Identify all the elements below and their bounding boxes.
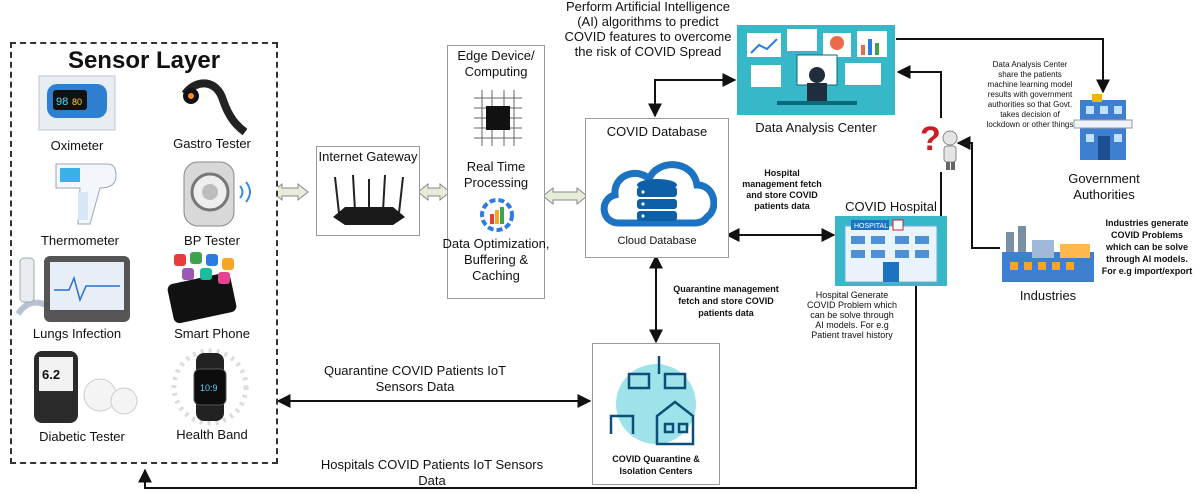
sensor-layer: Sensor Layer 98 80 Oximeter Gastro Teste… <box>10 42 278 464</box>
quarantine-center-line1: COVID Quarantine & <box>612 454 700 464</box>
industries-icon <box>1002 226 1094 282</box>
analysis-government-arrow <box>896 38 1110 94</box>
hospital-note-line3: can be solve through <box>810 310 894 320</box>
hospital-fetch-line1: Hospital <box>764 168 800 178</box>
hospital-note-line2: COVID Problem which <box>806 300 898 310</box>
database-analysis-arrow <box>648 73 737 118</box>
quarantine-data-line1: Quarantine COVID Patients IoT <box>323 363 507 378</box>
government-label-line1: Government <box>1068 171 1140 186</box>
hospital-sensor-arrow <box>138 286 917 489</box>
quarantine-fetch-line2: fetch and store COVID <box>678 296 774 306</box>
hospital-note-line1: Hospital Generate <box>815 290 889 300</box>
edge-optimization-line2: Buffering & <box>463 252 529 267</box>
covid-hospital-illustration: HOSPITAL <box>835 216 947 286</box>
ai-note-line3: COVID features to overcome <box>564 29 732 44</box>
bp-tester-icon <box>183 161 251 227</box>
optimization-gear-icon <box>480 198 514 232</box>
sensor-label-oximeter: Oximeter <box>50 138 104 153</box>
data-analysis-center-illustration <box>737 25 895 115</box>
sensor-label-bp-tester: BP Tester <box>184 233 240 248</box>
sensor-gateway-arrow <box>271 182 309 202</box>
covid-database-box: COVID Database Cloud Database <box>585 118 729 258</box>
hospitals-data-line2: Data <box>418 473 446 488</box>
industries-robot-arrow <box>956 136 1000 249</box>
lungs-infection-device-icon <box>15 256 130 323</box>
quarantine-fetch-line1: Quarantine management <box>673 284 779 294</box>
sensor-label-lungs-infection: Lungs Infection <box>32 326 122 341</box>
analysis-note-line6: takes decision of <box>1000 110 1060 119</box>
edge-real-time-line1: Real Time <box>466 159 526 174</box>
ai-note-line4: the risk of COVID Spread <box>574 44 722 59</box>
industries-note-line1: Industries generate <box>1105 218 1189 228</box>
diabetic-tester-icon: 6.2 <box>34 351 138 423</box>
edge-optimization-line3: Caching <box>472 268 520 283</box>
sensor-layer-title: Sensor Layer <box>67 47 221 74</box>
oximeter-icon: 98 80 <box>38 75 116 131</box>
hospital-fetch-line2: management fetch <box>742 179 822 189</box>
analysis-note-line5: authorities so that Govt. <box>987 100 1073 109</box>
sensor-label-gastro-tester: Gastro Tester <box>173 136 251 151</box>
quarantine-fetch-line3: patients data <box>698 308 754 318</box>
data-analysis-center-label: Data Analysis Center <box>755 120 877 135</box>
edge-device-box: Edge Device/ Computing Real Time Process… <box>443 45 549 299</box>
industries-note-line4: through AI models. <box>1106 254 1188 264</box>
hospitals-data-line1: Hospitals COVID Patients IoT Sensors <box>320 457 544 472</box>
svg-text:80: 80 <box>72 97 82 107</box>
svg-text:98: 98 <box>56 96 68 108</box>
analysis-note-line3: machine learning model <box>987 80 1073 89</box>
internet-gateway-box: Internet Gateway <box>316 146 420 236</box>
analysis-note-line2: share the patients <box>998 70 1062 79</box>
internet-gateway-label: Internet Gateway <box>318 149 418 164</box>
thermometer-icon <box>55 163 117 225</box>
covid-database-title: COVID Database <box>606 124 708 139</box>
edge-real-time-line2: Processing <box>463 175 529 190</box>
quarantine-center-line2: Isolation Centers <box>619 466 693 476</box>
cloud-database-label: Cloud Database <box>617 235 697 247</box>
ai-note-line2: (AI) algorithms to predict <box>577 14 719 29</box>
quarantine-center-illustration <box>609 356 696 446</box>
ai-robot-icon: ? <box>920 120 958 170</box>
industries-note-line5: For e.g import/export <box>1101 266 1193 276</box>
processor-chip-icon <box>474 90 522 146</box>
gastro-tester-icon <box>181 79 247 136</box>
covid-hospital-title: COVID Hospital <box>845 199 937 214</box>
analysis-note-line1: Data Analysis Center <box>992 60 1068 69</box>
analysis-note-line7: lockdown or other things <box>986 120 1074 129</box>
svg-text:10:9: 10:9 <box>200 383 218 393</box>
industries-note-line3: which can be solve <box>1105 242 1189 252</box>
sensor-label-health-band: Health Band <box>176 427 248 442</box>
edge-optimization-line1: Data Optimization, <box>442 236 550 251</box>
government-label-line2: Authorities <box>1073 187 1135 202</box>
hospital-fetch-line4: patients data <box>754 201 810 211</box>
edge-title-line1: Edge Device/ <box>457 48 535 63</box>
sensor-label-smart-phone: Smart Phone <box>174 326 250 341</box>
industries-note-line2: COVID Problems <box>1110 230 1184 240</box>
svg-text:?: ? <box>920 120 941 158</box>
government-building-icon <box>1073 94 1133 160</box>
hospital-note-line5: Patient travel history <box>811 330 893 340</box>
gateway-edge-arrow <box>417 182 451 202</box>
robot-analysis-arrow <box>896 65 942 118</box>
cloud-database-icon <box>600 161 717 227</box>
quarantine-center-box: COVID Quarantine & Isolation Centers <box>592 343 720 485</box>
hospital-sign-text: HOSPITAL <box>854 223 888 230</box>
edge-title-line2: Computing <box>464 64 528 79</box>
health-band-icon: 10:9 <box>171 348 249 426</box>
hospital-fetch-line3: and store COVID <box>746 190 818 200</box>
analysis-note-line4: results with government <box>987 90 1073 99</box>
ai-note-line1: Perform Artificial Intelligence <box>565 0 730 14</box>
industries-label: Industries <box>1019 288 1077 303</box>
quarantine-data-line2: Sensors Data <box>375 379 455 394</box>
hospital-note-line4: AI models. For e.g <box>815 320 889 330</box>
sensor-label-thermometer: Thermometer <box>40 233 120 248</box>
edge-database-arrow <box>542 186 588 206</box>
router-icon <box>333 174 405 225</box>
sensor-label-diabetic-tester: Diabetic Tester <box>39 429 125 444</box>
smart-phone-icon <box>167 252 237 324</box>
svg-text:6.2: 6.2 <box>42 367 60 382</box>
